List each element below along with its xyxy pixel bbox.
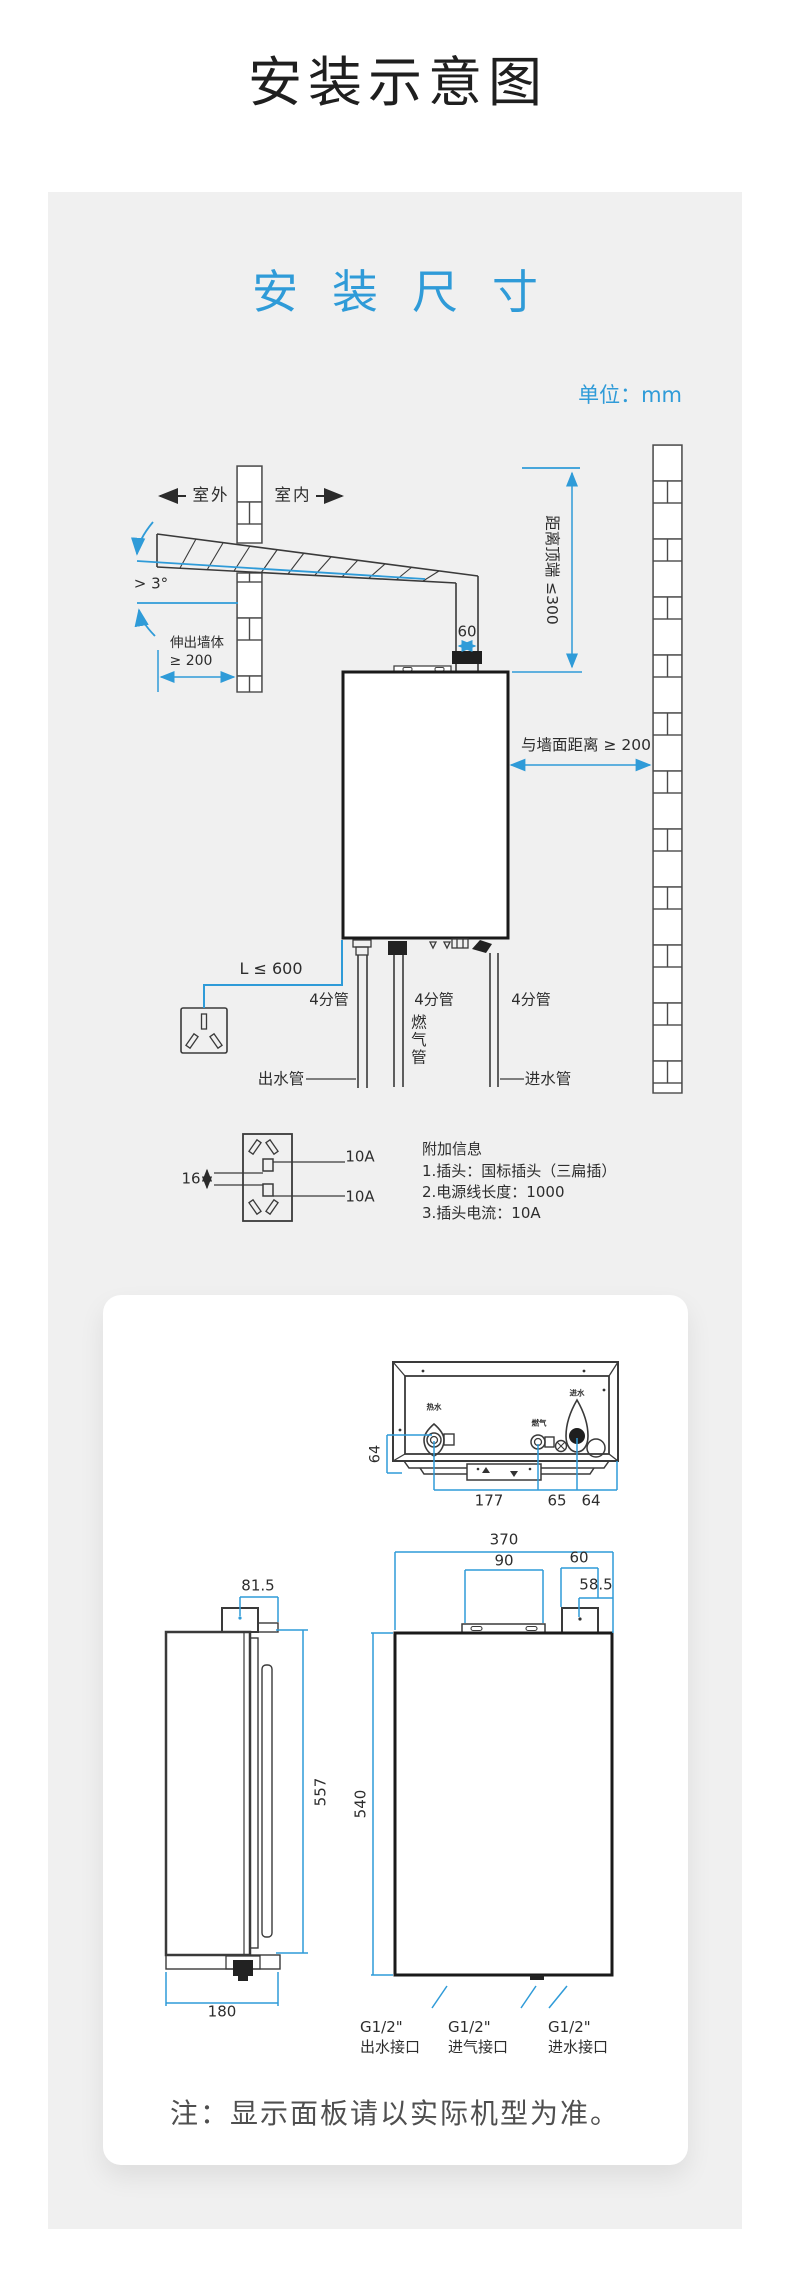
additional-info-item: 3.插头电流：10A [422, 1204, 541, 1222]
port-inlet-size: G1/2" [548, 2018, 591, 2036]
height-540-label: 540 [351, 1789, 370, 1819]
page-title: 安装示意图 [248, 51, 548, 114]
outdoor-label: 室外 [192, 485, 230, 505]
additional-info: 附加信息 1.插头：国标插头（三扁插） 2.电源线长度：1000 3.插头电流：… [422, 1139, 616, 1224]
bracket-90-label: 90 [494, 1551, 514, 1570]
pipe-size-left-label: 4分管 [309, 990, 349, 1009]
height-557-label: 557 [311, 1777, 330, 1807]
cord-length-label: L ≤ 600 [239, 958, 303, 978]
depth-180-label: 180 [207, 2002, 237, 2021]
port-gas-size: G1/2" [448, 2018, 491, 2036]
width-370-label: 370 [489, 1530, 519, 1549]
additional-info-item: 2.电源线长度：1000 [422, 1183, 565, 1201]
port-outlet-name: 出水接口 [360, 2038, 421, 2056]
section-heading: 安装尺寸 [252, 265, 572, 319]
inlet-pipe-label: 进水管 [524, 1070, 572, 1089]
port-outlet-size: G1/2" [360, 2018, 403, 2036]
protrude-label-2: ≥ 200 [169, 652, 213, 669]
footnote: 注：显示面板请以实际机型为准。 [169, 2097, 620, 2130]
protrude-label-1: 伸出墙体 [170, 635, 224, 652]
bottom-view-offset-label: 64 [367, 1444, 384, 1464]
offset-58-label: 58.5 [579, 1575, 613, 1594]
port-outlet: G1/2" 出水接口 [360, 2017, 420, 2057]
unit-label: 单位：mm [578, 383, 682, 407]
pipe-size-right-label: 4分管 [511, 990, 551, 1009]
port-gas: G1/2" 进气接口 [448, 2017, 508, 2057]
gas-pipe-label: 燃气管 [408, 1013, 427, 1067]
port-inlet-name: 进水接口 [548, 2038, 609, 2056]
port-inlet: G1/2" 进水接口 [548, 2017, 608, 2057]
spacing-65-label: 65 [547, 1491, 567, 1510]
amp-top-label: 10A [345, 1147, 375, 1166]
inlet-port-label: 进水 [569, 1388, 585, 1398]
side-offset-81-label: 81.5 [241, 1576, 275, 1595]
gas-port-label: 燃气 [531, 1418, 547, 1428]
outlet-pipe-label: 出水管 [257, 1070, 305, 1089]
pipe-size-mid-label: 4分管 [414, 990, 454, 1009]
spacing-64-label: 64 [581, 1491, 601, 1510]
spacing-177-label: 177 [474, 1491, 504, 1510]
flue-width-label: 60 [457, 622, 477, 641]
pin-gap-label: 16 [181, 1169, 201, 1188]
indoor-label: 室内 [274, 485, 312, 505]
flue-60-label: 60 [569, 1548, 589, 1567]
amp-bottom-label: 10A [345, 1187, 375, 1206]
hot-water-port-label: 热水 [426, 1402, 442, 1412]
additional-info-item: 1.插头：国标插头（三扁插） [422, 1162, 617, 1180]
slope-label: > 3° [133, 574, 169, 593]
wall-clearance-label: 与墙面距离 ≥ 200 [521, 736, 651, 755]
port-gas-name: 进气接口 [448, 2038, 509, 2056]
top-clearance-label: 距离顶端 ≤300 [542, 515, 561, 625]
additional-info-title: 附加信息 [422, 1140, 483, 1158]
